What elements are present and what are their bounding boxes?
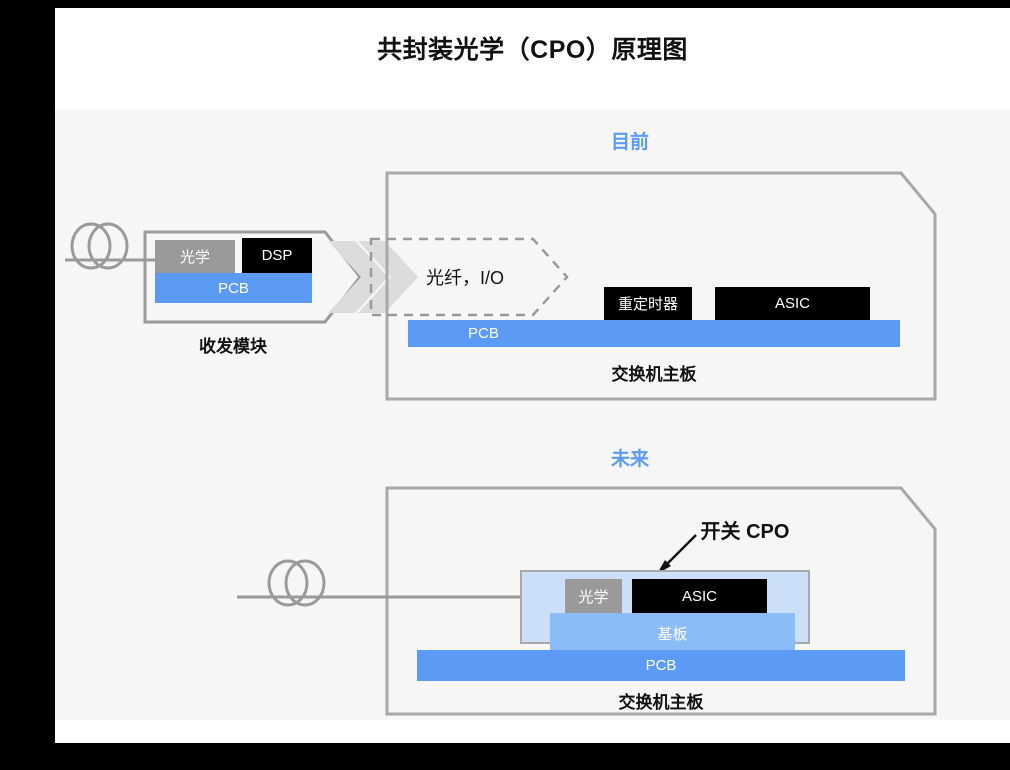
asic-chip-block-current: ASIC: [715, 287, 870, 320]
asic-chip-block-future: ASIC: [632, 579, 767, 613]
cpo-substrate-block: 基板: [550, 613, 795, 653]
transceiver-optics-block: 光学: [155, 240, 235, 273]
page-title: 共封装光学（CPO）原理图: [377, 36, 688, 64]
switch-board-pcb-current: PCB: [408, 320, 900, 347]
transceiver-caption: 收发模块: [199, 337, 267, 356]
switch-board-pcb-future: PCB: [417, 650, 905, 681]
slide-page: 共封装光学（CPO）原理图 目前 光学 DSP PCB 收发模块: [55, 8, 1010, 743]
retimer-chip-block: 重定时器: [604, 287, 692, 320]
switch-board-caption-future: 交换机主板: [618, 693, 704, 712]
cpo-optics-block: 光学: [565, 579, 622, 613]
fiber-io-label: 光纤，I/O: [425, 268, 504, 288]
switch-board-caption-current: 交换机主板: [611, 365, 697, 384]
transceiver-dsp-block: DSP: [242, 238, 312, 273]
diagram-panel: 目前 光学 DSP PCB 收发模块 光纤，I/O 重定: [55, 110, 1010, 720]
section-heading-future: 未来: [610, 449, 649, 470]
cpo-callout-label: 开关 CPO: [700, 521, 790, 543]
section-heading-current: 目前: [610, 132, 649, 153]
transceiver-pcb-block: PCB: [155, 273, 312, 303]
